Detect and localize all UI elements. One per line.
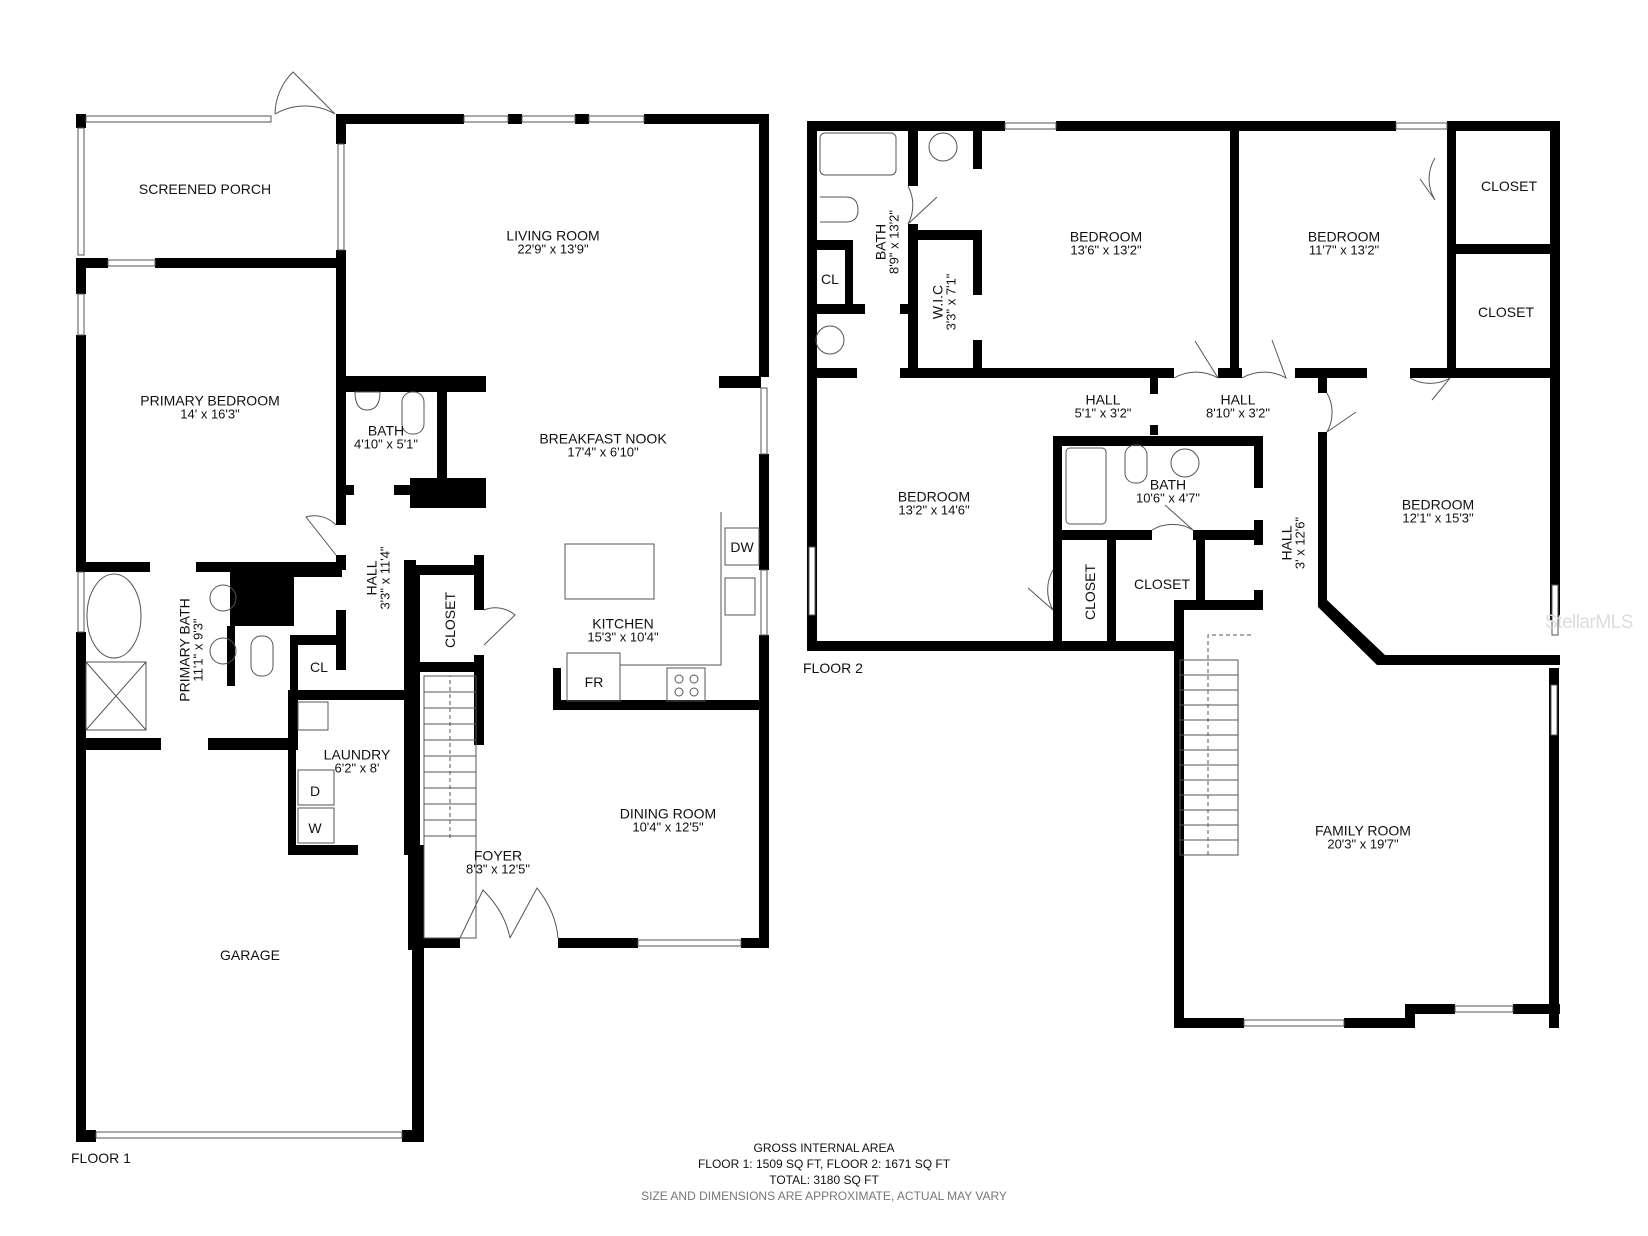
summary-disclaimer: SIZE AND DIMENSIONS ARE APPROXIMATE, ACT… xyxy=(641,1189,1007,1203)
appliance-washer: W xyxy=(308,820,322,836)
room-name: LIVING ROOM xyxy=(506,227,600,244)
room-dims: 8'10" x 3'2" xyxy=(1205,405,1271,421)
room-screened-porch: SCREENED PORCH xyxy=(139,182,271,196)
room-name: CLOSET xyxy=(1082,563,1098,621)
room-dims: 6'2" x 8' xyxy=(334,760,380,776)
room-name: BATH xyxy=(367,422,405,439)
floor-1-label: FLOOR 1 xyxy=(71,1150,131,1166)
summary-total: TOTAL: 3180 SQ FT xyxy=(769,1173,879,1187)
room-name: BREAKFAST NOOK xyxy=(539,430,667,447)
summary-title: GROSS INTERNAL AREA xyxy=(753,1141,895,1155)
room-dims: 4'10" x 5'1" xyxy=(353,436,419,452)
room-dims: 8'3" x 12'5" xyxy=(465,861,531,877)
room-name: BEDROOM xyxy=(1401,496,1475,513)
floor-1-staircase xyxy=(423,675,477,939)
room-dims: 11'7" x 13'2" xyxy=(1308,242,1380,258)
room-dims: 10'6" x 4'7" xyxy=(1135,490,1201,506)
room-dims: 22'9" x 13'9" xyxy=(517,241,589,257)
room-name: BEDROOM xyxy=(1069,228,1143,245)
floor-2-staircase xyxy=(1179,634,1252,856)
appliance-fridge: FR xyxy=(584,674,604,690)
room-name: FOYER xyxy=(473,847,523,864)
appliance-dishwasher: DW xyxy=(730,539,754,555)
summary-floors: FLOOR 1: 1509 SQ FT, FLOOR 2: 1671 SQ FT xyxy=(697,1157,951,1171)
room-name: BEDROOM xyxy=(897,488,971,505)
room-dims: 8'9" x 13'2" xyxy=(886,209,902,275)
room-cl-floor-2: CL xyxy=(821,272,839,286)
room-name: BATH xyxy=(1149,476,1187,493)
room-name: FAMILY ROOM xyxy=(1315,822,1411,839)
room-name: GARAGE xyxy=(220,947,280,963)
room-dims: 3' x 12'6" xyxy=(1292,516,1308,570)
room-name: SCREENED PORCH xyxy=(138,181,272,197)
room-name: CLOSET xyxy=(1477,304,1535,320)
room-closet-upper-2: CLOSET xyxy=(1478,305,1534,319)
room-garage: GARAGE xyxy=(220,948,280,962)
room-dims: 12'1" x 15'3" xyxy=(1402,510,1474,526)
room-name: DINING ROOM xyxy=(619,805,717,822)
floor-1-fixtures xyxy=(85,71,760,939)
room-dims: 15'3" x 10'4" xyxy=(587,629,659,645)
floor-1-walls xyxy=(76,114,769,1142)
room-dims: 11'1" x 9'3" xyxy=(190,618,206,682)
room-name: CLOSET xyxy=(1133,576,1191,592)
room-name: PRIMARY BEDROOM xyxy=(140,392,280,409)
room-name: HALL xyxy=(1220,391,1256,408)
room-closet-lower-2: CLOSET xyxy=(1134,577,1190,591)
room-closet-upper-1: CLOSET xyxy=(1481,179,1537,193)
floor-1-windows xyxy=(77,115,768,1139)
room-closet-lower-1: CLOSET xyxy=(1082,563,1098,621)
room-dims: 5'1" x 3'2" xyxy=(1074,405,1132,421)
room-dims: 3'3" x 7'1" xyxy=(943,273,959,331)
watermark: StellarMLS xyxy=(1545,612,1633,633)
floor-2-walls xyxy=(807,121,1560,1028)
room-closet-floor-1: CLOSET xyxy=(442,591,458,649)
room-dims: 17'4" x 6'10" xyxy=(567,444,639,460)
room-name: BEDROOM xyxy=(1307,228,1381,245)
room-dims: 10'4" x 12'5" xyxy=(632,819,704,835)
room-name: CL xyxy=(310,659,328,675)
room-name: LAUNDRY xyxy=(323,746,391,763)
floor-2-fixtures xyxy=(815,132,1451,856)
room-dims: 13'2" x 14'6" xyxy=(898,502,970,518)
room-name: KITCHEN xyxy=(592,615,654,632)
appliance-dryer: D xyxy=(309,783,321,799)
area-summary: GROSS INTERNAL AREA FLOOR 1: 1509 SQ FT,… xyxy=(0,1140,1648,1204)
room-dims: 14' x 16'3" xyxy=(180,406,240,422)
room-dims: 20'3" x 19'7" xyxy=(1327,836,1399,852)
room-name: CLOSET xyxy=(1480,178,1538,194)
room-cl-floor-1: CL xyxy=(310,660,328,674)
room-dims: 13'6" x 13'2" xyxy=(1070,242,1142,258)
room-name: CL xyxy=(821,271,839,287)
floor-2-label: FLOOR 2 xyxy=(803,660,863,676)
room-dims: 3'3" x 11'4" xyxy=(377,546,393,610)
room-name: HALL xyxy=(1085,391,1121,408)
floor-2-windows xyxy=(808,122,1559,1027)
room-name: CLOSET xyxy=(442,591,458,649)
